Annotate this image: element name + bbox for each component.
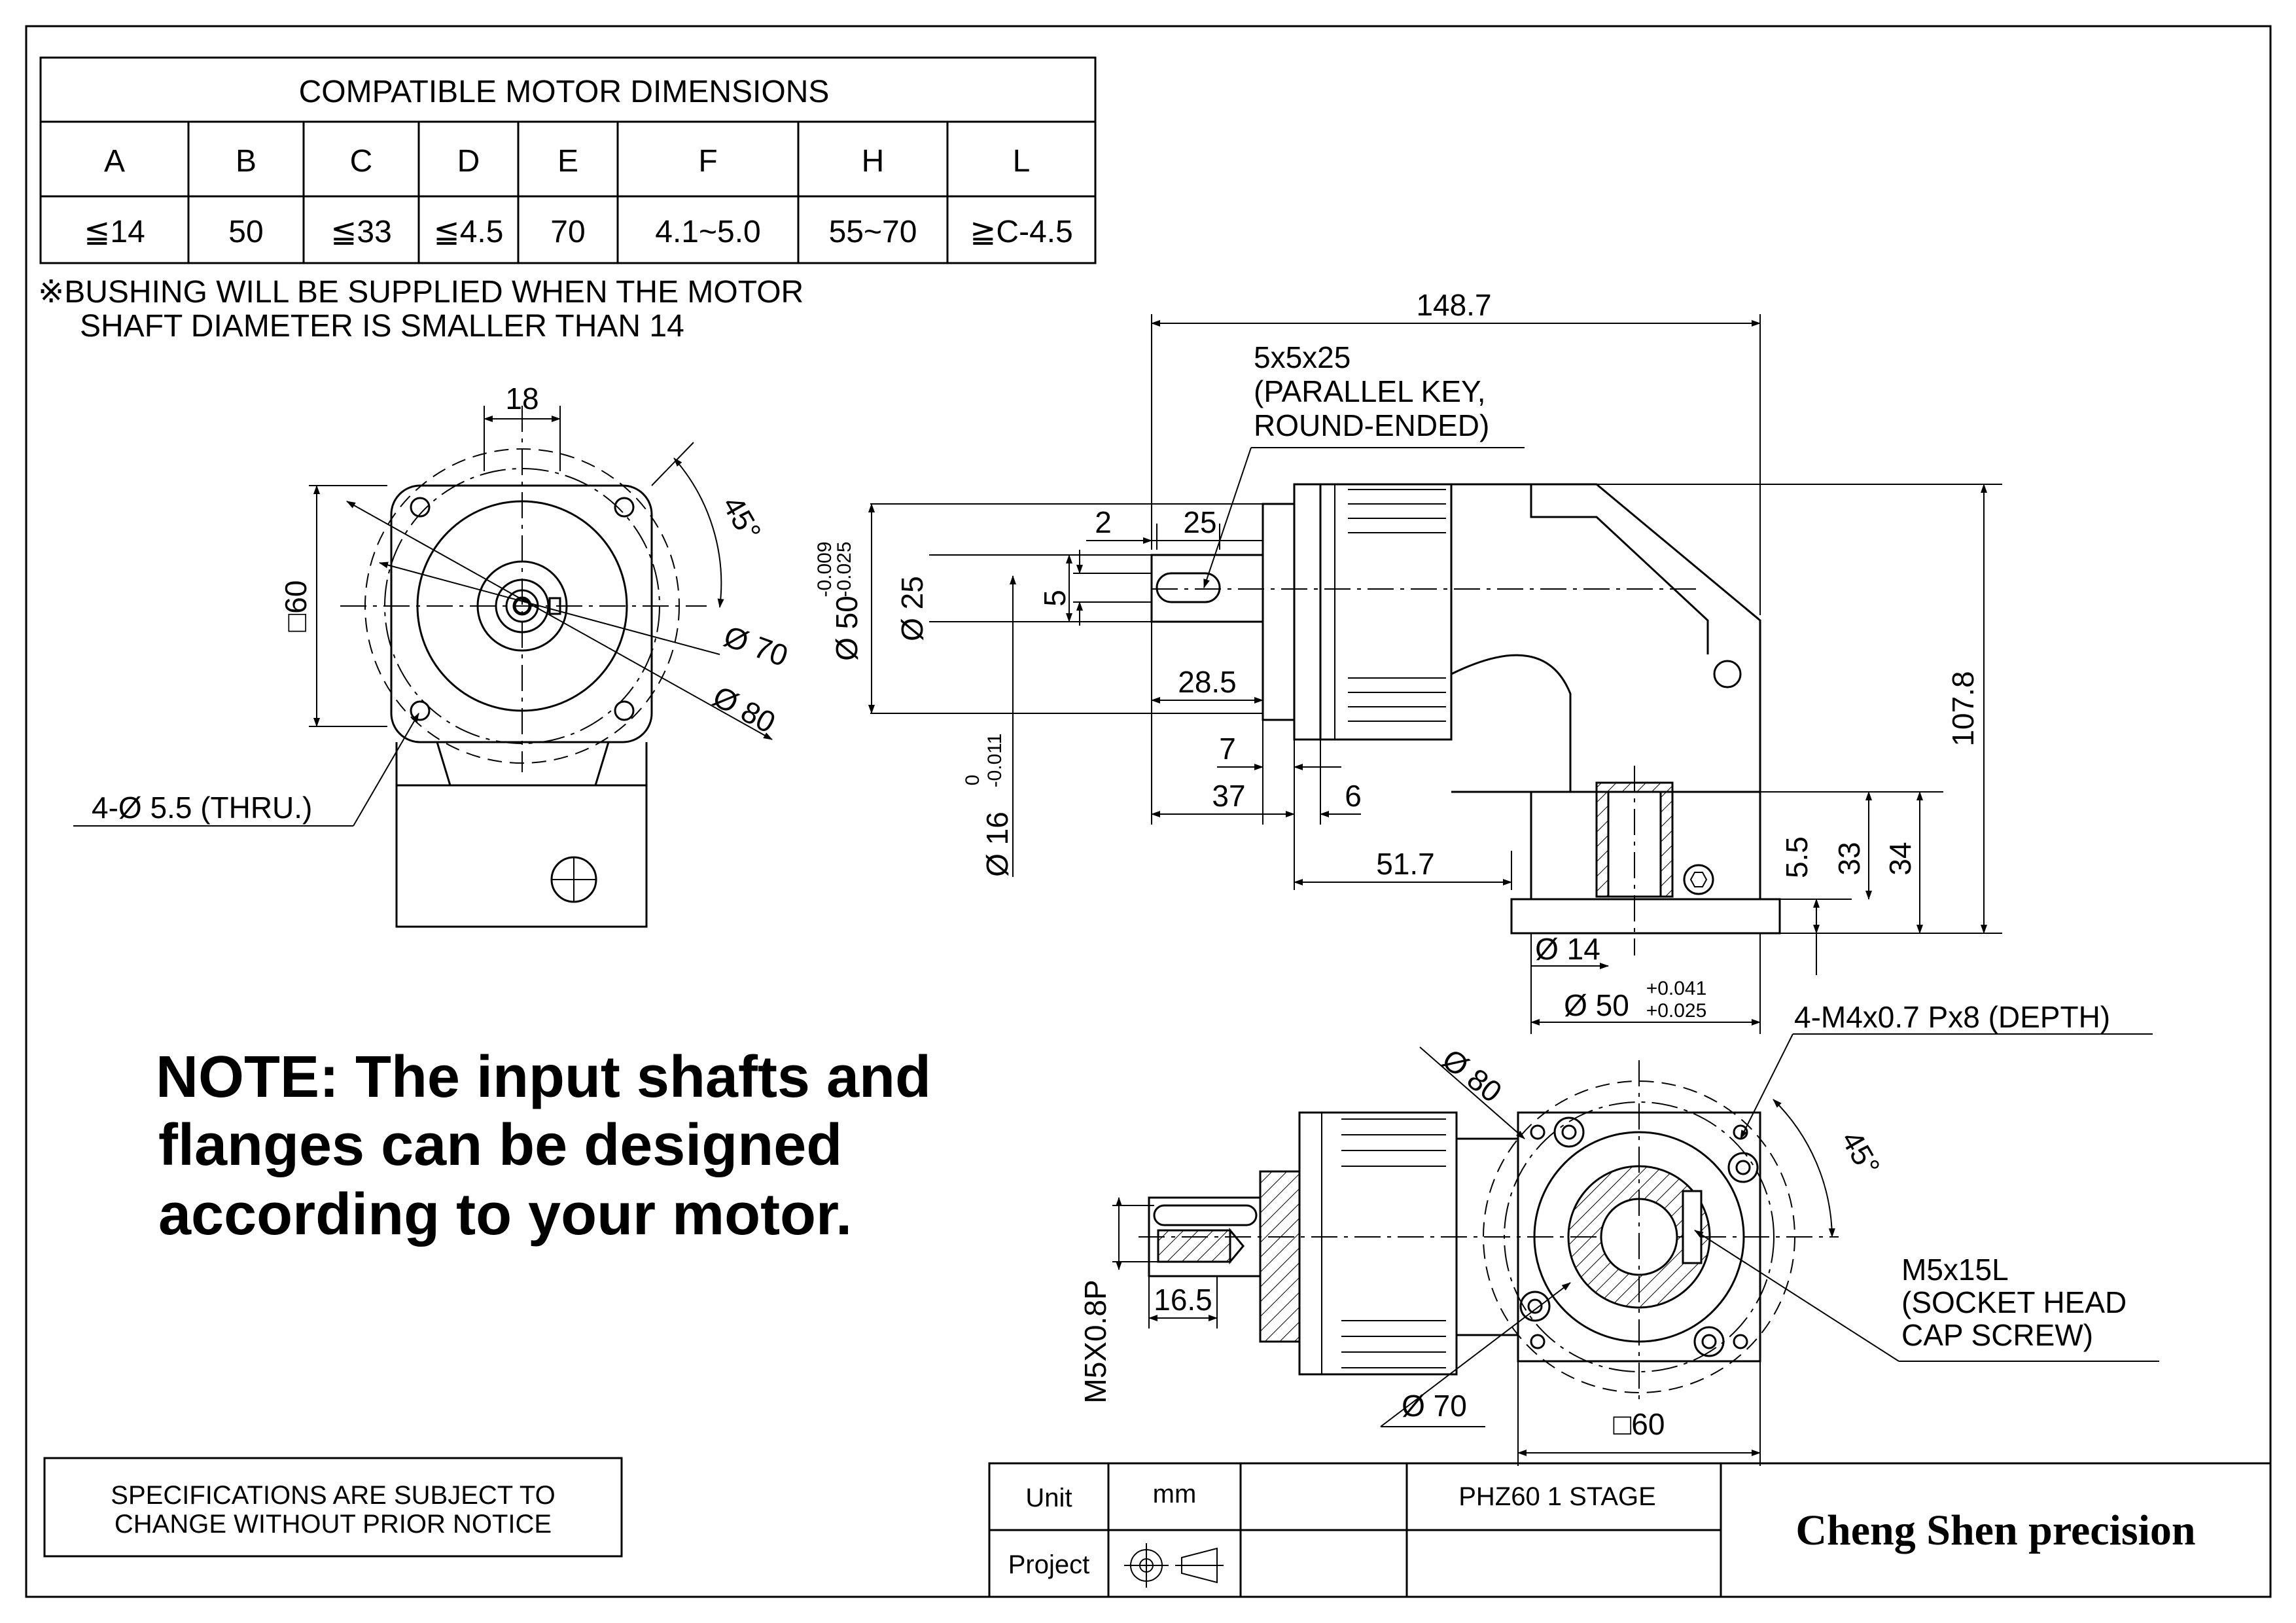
value-c: ≦33 (330, 215, 392, 249)
note-line3: according to your motor. (158, 1182, 852, 1247)
side-dim-37: 37 (1212, 779, 1245, 813)
bottom-dim-square60: □60 (1614, 1407, 1665, 1441)
header-l: L (1013, 144, 1031, 179)
spec-notice-line2: CHANGE WITHOUT PRIOR NOTICE (115, 1510, 552, 1539)
front-dim-18: 18 (505, 382, 539, 416)
spec-notice-line1: SPECIFICATIONS ARE SUBJECT TO (111, 1481, 555, 1510)
side-dim-keywidth5: 5 (1038, 590, 1072, 607)
bushing-note-line1: ※BUSHING WILL BE SUPPLIED WHEN THE MOTOR (38, 275, 804, 310)
title-model: PHZ60 1 STAGE (1458, 1482, 1656, 1511)
bottom-dim-pcd70: Ø 70 (1402, 1389, 1467, 1423)
value-e: 70 (550, 215, 585, 249)
value-h: 55~70 (829, 215, 917, 249)
key-label-line3: ROUND-ENDED) (1254, 408, 1489, 442)
value-a: ≦14 (84, 215, 145, 249)
side-dim-spigot-tol-upper: +0.041 (1646, 978, 1707, 999)
front-dim-square60: □60 (279, 580, 313, 632)
side-dim-148-7: 148.7 (1416, 288, 1491, 322)
side-dim-51-7: 51.7 (1376, 847, 1435, 881)
value-l: ≧C-4.5 (970, 215, 1073, 249)
value-d: ≦4.5 (434, 215, 504, 249)
screw-label-line3: CAP SCREW) (1901, 1318, 2093, 1352)
side-dim-5-5: 5.5 (1780, 836, 1814, 878)
header-b: B (236, 144, 256, 179)
side-dim-shaft16: Ø 16 (980, 812, 1014, 877)
front-dim-pcd70: Ø 70 (720, 618, 793, 673)
side-dim-107-8: 107.8 (1946, 671, 1980, 746)
note-line1: NOTE: The input shafts and (156, 1044, 931, 1110)
side-dim-spigot-tol-lower: +0.025 (1646, 1000, 1707, 1022)
company-name: Cheng Shen precision (1795, 1507, 2195, 1554)
bottom-dim-pcd80: Ø 80 (1436, 1042, 1509, 1109)
side-dim-pilot-tol-lower: -0.025 (834, 541, 855, 597)
title-unit-value: mm (1153, 1480, 1197, 1508)
bottom-thread-label: M5X0.8P (1078, 1279, 1112, 1403)
title-unit-label: Unit (1025, 1484, 1072, 1512)
side-dim-7: 7 (1219, 732, 1236, 766)
motor-dimension-table: COMPATIBLE MOTOR DIMENSIONS A B C D E F … (39, 56, 1097, 264)
key-label-line2: (PARALLEL KEY, (1254, 374, 1486, 408)
side-dim-28-5: 28.5 (1178, 665, 1237, 699)
side-dim-shaft25: Ø 25 (895, 576, 929, 641)
side-dim-bore14: Ø 14 (1535, 932, 1600, 966)
side-dim-33: 33 (1832, 842, 1866, 875)
key-label-line1: 5x5x25 (1254, 340, 1351, 374)
bottom-view: Ø 80 4-M4x0.7 Px8 (DEPTH) 45° M5x15L (SO… (1078, 1000, 2159, 1466)
header-d: D (457, 144, 480, 179)
motor-table-title: COMPATIBLE MOTOR DIMENSIONS (299, 75, 830, 109)
header-e: E (557, 144, 578, 179)
title-block: Unit mm PHZ60 1 STAGE Project Cheng Shen… (988, 1462, 2272, 1598)
screw-label-line1: M5x15L (1901, 1253, 2009, 1287)
value-b: 50 (228, 215, 263, 249)
header-f: F (698, 144, 717, 179)
header-c: C (350, 144, 373, 179)
side-dim-shaft16-tol-lower: -0.011 (984, 734, 1006, 788)
front-dim-pcd80: Ø 80 (707, 679, 781, 740)
side-dim-pilot-tol-upper: -0.009 (814, 541, 836, 597)
side-dim-pilot50: Ø 50 (830, 596, 864, 661)
projection-symbol-icon (1124, 1543, 1224, 1588)
bottom-tapped-label: 4-M4x0.7 Px8 (DEPTH) (1794, 1000, 2110, 1034)
front-view: 18 □60 45° Ø 70 Ø 80 4-Ø 5.5 (THRU.) (73, 382, 793, 928)
title-project-label: Project (1008, 1550, 1090, 1579)
side-view: 148.7 5x5x25 (PARALLEL KEY, ROUND-ENDED)… (814, 288, 2002, 1034)
bottom-dim-16-5: 16.5 (1154, 1283, 1212, 1317)
side-dim-spigot50: Ø 50 (1564, 988, 1629, 1022)
header-h: H (862, 144, 885, 179)
bottom-dim-45deg: 45° (1835, 1125, 1887, 1181)
spec-notice-box: SPECIFICATIONS ARE SUBJECT TO CHANGE WIT… (43, 1457, 623, 1558)
side-dim-25: 25 (1183, 505, 1216, 539)
screw-label-line2: (SOCKET HEAD (1901, 1285, 2127, 1319)
side-dim-2: 2 (1095, 505, 1112, 539)
value-f: 4.1~5.0 (655, 215, 760, 249)
side-dim-6: 6 (1345, 779, 1362, 813)
side-dim-34: 34 (1883, 842, 1917, 875)
side-dim-shaft16-tol-upper: 0 (962, 775, 983, 786)
bushing-note-line2: SHAFT DIAMETER IS SMALLER THAN 14 (80, 309, 684, 344)
note-line2: flanges can be designed (158, 1113, 842, 1178)
front-dim-45deg: 45° (716, 490, 768, 546)
header-a: A (104, 144, 125, 179)
front-holes-label: 4-Ø 5.5 (THRU.) (92, 791, 312, 825)
